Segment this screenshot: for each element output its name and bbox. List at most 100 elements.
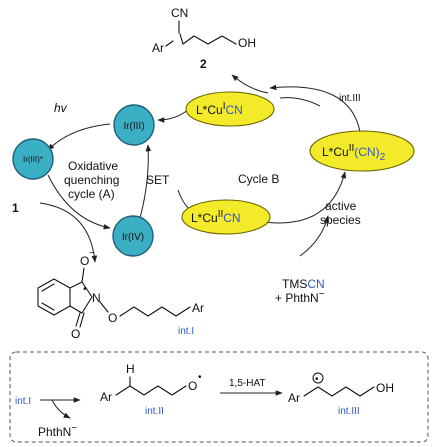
tms-cn-text: CN [307,277,324,291]
cu1-cn-node: L*CuICN [185,91,275,127]
substrate-arrow [39,202,98,263]
cu1-cn: CN [225,103,242,117]
box-ar-1: Ar [100,390,112,404]
int-i-carbonyl-o: O [71,327,80,341]
cu2-cn: CN [223,211,240,225]
int-i-ether-o: O [108,311,117,325]
stereo-bond [179,33,184,45]
ir-iii-star-circle [12,138,54,180]
phthn-minus: − [319,289,325,300]
product-2-structure: CN Ar OH 2 [152,6,256,71]
hv-label: hv [54,101,68,115]
cu2-prefix: L*Cu [191,211,218,225]
cycle-a-line1: Oxidative [68,159,118,173]
cycle-b-arrows [231,74,361,257]
box-int-iii-label: int.III [338,406,360,417]
int-i-label: int.I [178,326,194,337]
cu2cn2-to-cu1-arrow [269,84,361,133]
benzene-inner-bond-2 [41,302,55,311]
box-o: O [188,379,197,393]
int-i-chain [119,306,191,317]
tms-text: TMS [282,277,307,291]
tmscn-arrow [299,215,330,257]
int-i-radical: • [83,284,87,295]
product-chain [165,35,237,47]
cu2-cn2-cn: (CN) [354,145,379,159]
box-phthn-text: PhthN [38,425,71,439]
cu1-label: L*CuICN [196,101,243,117]
box-int-i-label: int.I [15,396,31,407]
mechanism-detail-box [9,351,429,443]
box-radical: • [315,374,319,385]
cu-to-ir-set-arrow [157,109,189,123]
cu2-cn2-ellipse [309,130,415,172]
active-species-line2: species [320,213,361,227]
cu2-sup: II [218,209,224,220]
box-oh: OH [376,381,394,395]
box-ar-2: Ar [288,391,300,405]
ir-iii-label: Ir(III) [123,121,144,132]
box-int-ii-chain [115,385,187,396]
cu2-cn2-label: L*CuII(CN)2 [322,143,386,163]
ir-iv-circle [112,215,154,257]
box-phthn-branch-arrow [51,399,71,419]
box-hat-label: 1,5-HAT [229,378,266,389]
cu2-to-cu2cn2-arrow [263,171,347,224]
int-i-structure: O − O N • O Ar int.I [37,248,204,341]
tmscn-label: TMSCN [282,277,325,291]
hv-arrow [47,123,111,151]
int-iii-entry-arrow [279,97,321,107]
box-contents: int.I PhthN− H Ar O • int.II 1,5-HAT Ar … [15,362,394,439]
cu2-cn2-sup: II [349,143,355,154]
ir-iv-label: Ir(IV) [122,232,144,243]
cu2-cn2-prefix: L*Cu [322,145,349,159]
ir-iv-node: Ir(IV) [112,215,154,257]
int-i-o-minus-charge: − [89,248,95,259]
five-membered-ring [69,281,93,314]
cu2-ellipse [181,199,271,235]
cycle-a-line3: cycle (A) [68,187,115,201]
ir-iii-star-label: Ir(III)* [23,155,43,164]
box-radical-circle [312,372,324,384]
box-o-radical: • [198,372,202,383]
int-iii-arrow-label: int.III [339,93,361,104]
cu2-cn-node: L*CuIICN [181,199,271,235]
box-phthn: PhthN− [38,423,77,439]
product-cn-label: CN [171,6,188,20]
box-phthn-minus: − [71,423,77,434]
product-release-arrow [231,74,269,94]
cu2-cn2-node: L*CuII(CN)2 [309,130,415,172]
c-o-minus-bond [81,267,85,283]
int-i-o-minus: O [80,254,89,268]
cu2-cn2-sub: 2 [380,152,386,163]
box-int-ii-label: int.II [145,406,164,417]
box-h: H [126,362,135,376]
int-i-n: N [92,291,101,305]
ir-iii-circle [113,104,155,146]
phthn-reagent-label: + PhthN− [275,289,325,305]
c-o-bond-1 [75,312,81,327]
product-oh-label: OH [238,36,256,50]
cu1-prefix: L*Cu [196,103,223,117]
ir-iii-node: Ir(III) [113,104,155,146]
benzene-inner-bond-1 [41,283,55,292]
cu2-label: L*CuIICN [191,209,241,225]
cu1-sup: I [223,101,226,112]
phthn-text: + PhthN [275,291,319,305]
set-label: SET [146,173,170,187]
int-i-ar: Ar [192,301,204,315]
iriv-to-iriii-arrow [139,144,152,219]
n-o-bond [99,301,109,313]
substrate-number: 1 [12,201,19,215]
cycle-a-line2: quenching [64,173,119,187]
active-species-line1: active [325,199,357,213]
product-ar-label: Ar [152,41,164,55]
cycle-b-label: Cycle B [238,172,279,186]
product-number: 2 [200,57,207,71]
box-int-iii-chain [303,386,375,397]
ir-iii-star-node: Ir(III)* [12,138,54,180]
excited-to-iriv-arrow [47,174,111,230]
c-o-bond-2 [79,312,85,328]
cycle-a-arrows [39,109,199,263]
